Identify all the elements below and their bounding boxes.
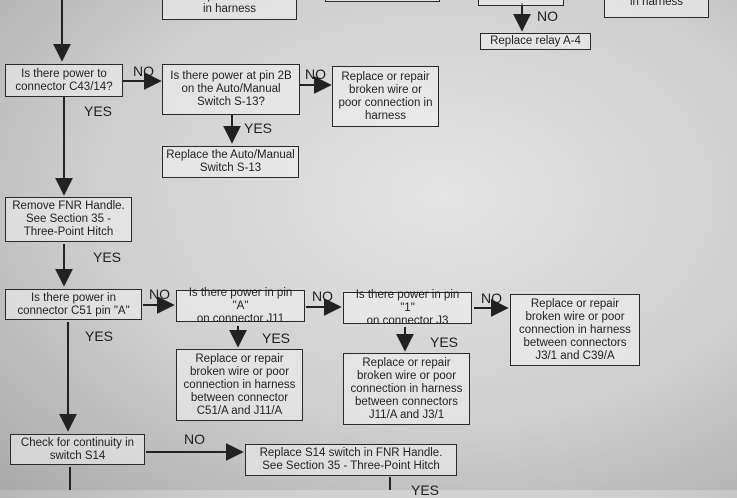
replace-relay-box: Replace relay A-4: [480, 33, 591, 50]
no-label-pin2b: NO: [305, 66, 326, 82]
replace-auto-manual-box: Replace the Auto/Manual Switch S-13: [162, 146, 299, 178]
yes-label-c43: YES: [84, 103, 113, 119]
yes-label-fnr: YES: [93, 249, 122, 265]
power-pin-1-j3-decision: Is there power in pin "1" on connector J…: [343, 289, 472, 327]
repair-c51-j11-box: Replace or repair broken wire or poor co…: [176, 349, 303, 421]
replace-s14-box: Replace S14 switch in FNR Handle. See Se…: [245, 444, 457, 476]
repair-harness-partial-top-left: wire or poor connection in harness: [162, 0, 297, 20]
yes-label-pin2b: YES: [244, 120, 273, 136]
no-label-j3: NO: [481, 290, 502, 306]
yes-label-j11: YES: [262, 330, 291, 346]
result-box-partial-top-center: [325, 0, 440, 2]
power-pin-a-j11-decision: Is there power in pin "A" on connector J…: [176, 287, 305, 325]
yes-label-j3: YES: [430, 334, 459, 350]
no-label-relay: NO: [537, 8, 558, 24]
remove-fnr-handle-box: Remove FNR Handle. See Section 35 - Thre…: [5, 197, 132, 242]
no-label-j11: NO: [312, 288, 333, 304]
yes-label-partial-bottom: YES: [411, 482, 440, 498]
repair-j3-c39-box: Replace or repair broken wire or poor co…: [510, 294, 640, 366]
repair-harness-partial-top-right: in harness: [604, 0, 709, 18]
power-c51-decision: Is there power in connector C51 pin "A": [5, 289, 142, 320]
no-label-c51: NO: [149, 286, 170, 302]
continuity-s14-decision: Check for continuity in switch S14: [10, 434, 145, 465]
no-label-s14: NO: [184, 431, 205, 447]
power-pin-2b-decision: Is there power at pin 2B on the Auto/Man…: [162, 64, 300, 115]
power-c43-decision: Is there power to connector C43/14?: [5, 64, 123, 97]
no-label-c43: NO: [133, 63, 154, 79]
decision-box-partial-top-right: [478, 0, 564, 6]
yes-label-c51: YES: [85, 328, 114, 344]
repair-harness-box: Replace or repair broken wire or poor co…: [332, 66, 439, 127]
repair-j11-j3-box: Replace or repair broken wire or poor co…: [343, 353, 470, 425]
